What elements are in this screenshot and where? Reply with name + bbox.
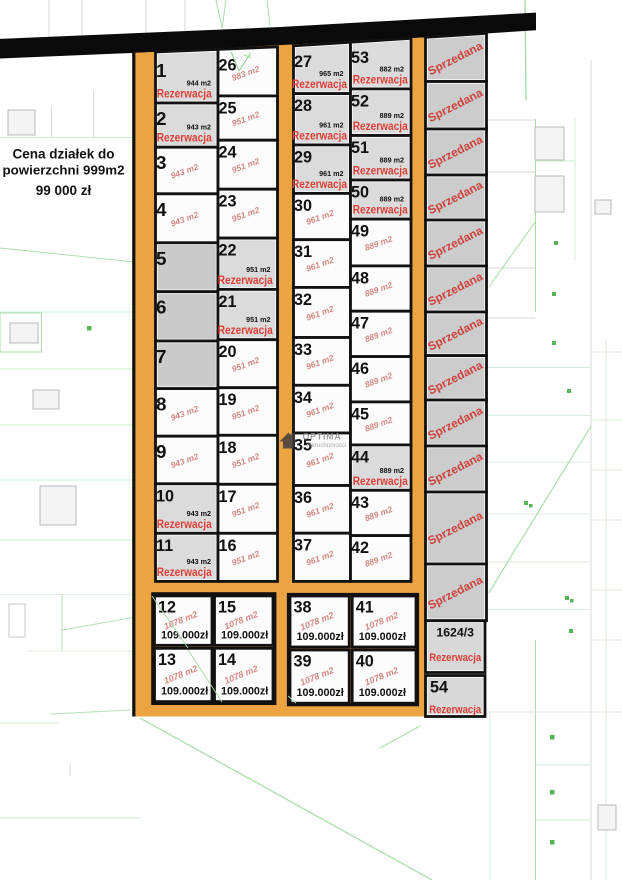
svg-text:109.000zł: 109.000zł <box>359 631 406 643</box>
svg-text:powierzchni 999m2: powierzchni 999m2 <box>3 162 125 177</box>
svg-text:52: 52 <box>351 92 369 110</box>
svg-text:29: 29 <box>294 148 312 166</box>
svg-text:Rezerwacja: Rezerwacja <box>353 166 409 178</box>
svg-text:48: 48 <box>351 269 369 287</box>
svg-text:25: 25 <box>219 99 237 117</box>
svg-text:34: 34 <box>294 389 312 407</box>
svg-text:109.000zł: 109.000zł <box>221 629 268 641</box>
svg-text:41: 41 <box>356 599 374 617</box>
svg-text:16: 16 <box>219 537 237 555</box>
svg-text:43: 43 <box>351 494 369 512</box>
svg-text:951 m2: 951 m2 <box>246 265 270 274</box>
svg-text:24: 24 <box>219 144 237 162</box>
svg-text:14: 14 <box>218 651 236 669</box>
svg-text:Rezerwacja: Rezerwacja <box>157 89 213 101</box>
svg-text:21: 21 <box>219 293 237 311</box>
svg-text:Rezerwacja: Rezerwacja <box>292 79 348 91</box>
svg-text:961 m2: 961 m2 <box>319 169 343 178</box>
svg-text:109.000zł: 109.000zł <box>221 686 268 698</box>
svg-text:Rezerwacja: Rezerwacja <box>353 476 409 488</box>
svg-text:965 m2: 965 m2 <box>319 69 343 78</box>
svg-text:Rezerwacja: Rezerwacja <box>429 704 482 716</box>
svg-text:889 m2: 889 m2 <box>380 156 404 165</box>
svg-text:6: 6 <box>156 297 166 318</box>
svg-text:18: 18 <box>219 439 237 457</box>
svg-text:40: 40 <box>356 653 374 671</box>
svg-text:27: 27 <box>294 53 312 71</box>
svg-text:31: 31 <box>294 243 312 261</box>
svg-text:2: 2 <box>156 108 166 129</box>
svg-text:11: 11 <box>156 537 173 555</box>
svg-text:109.000zł: 109.000zł <box>161 686 208 698</box>
svg-text:54: 54 <box>430 679 448 697</box>
svg-text:5: 5 <box>156 248 166 269</box>
svg-text:49: 49 <box>351 223 369 241</box>
svg-text:36: 36 <box>294 489 312 507</box>
svg-text:17: 17 <box>219 488 237 506</box>
svg-text:889 m2: 889 m2 <box>380 466 404 475</box>
svg-text:33: 33 <box>294 341 312 359</box>
svg-text:44: 44 <box>351 448 369 466</box>
svg-text:109.000zł: 109.000zł <box>359 687 406 699</box>
svg-text:28: 28 <box>294 97 312 115</box>
svg-text:944 m2: 944 m2 <box>187 79 211 88</box>
svg-text:Rezerwacja: Rezerwacja <box>353 205 409 217</box>
svg-text:943 m2: 943 m2 <box>187 509 211 518</box>
svg-text:12: 12 <box>158 598 176 616</box>
svg-text:45: 45 <box>351 405 369 423</box>
svg-text:20: 20 <box>219 343 237 361</box>
svg-text:943 m2: 943 m2 <box>187 123 211 132</box>
svg-text:10: 10 <box>156 487 174 505</box>
svg-text:Rezerwacja: Rezerwacja <box>218 325 274 337</box>
svg-text:Rezerwacja: Rezerwacja <box>292 179 348 191</box>
svg-text:15: 15 <box>218 598 236 616</box>
svg-text:19: 19 <box>219 391 237 409</box>
svg-text:8: 8 <box>156 394 166 415</box>
svg-text:882 m2: 882 m2 <box>380 64 404 73</box>
svg-text:889 m2: 889 m2 <box>380 195 404 204</box>
svg-text:23: 23 <box>219 193 237 211</box>
svg-text:35: 35 <box>294 437 312 455</box>
svg-text:1: 1 <box>156 60 166 81</box>
svg-text:Rezerwacja: Rezerwacja <box>157 133 213 145</box>
svg-text:32: 32 <box>294 291 312 309</box>
svg-text:951 m2: 951 m2 <box>246 315 270 324</box>
svg-text:46: 46 <box>351 360 369 378</box>
svg-text:39: 39 <box>294 653 312 671</box>
svg-text:Rezerwacja: Rezerwacja <box>429 652 482 664</box>
svg-text:38: 38 <box>294 599 312 617</box>
svg-text:4: 4 <box>156 199 167 220</box>
svg-text:Rezerwacja: Rezerwacja <box>353 121 409 133</box>
svg-text:109.000zł: 109.000zł <box>297 687 344 699</box>
svg-text:OPTIMA: OPTIMA <box>303 432 342 442</box>
svg-text:nieruchomości: nieruchomości <box>307 442 347 449</box>
svg-text:109.000zł: 109.000zł <box>161 629 208 641</box>
svg-text:47: 47 <box>351 315 369 333</box>
svg-text:37: 37 <box>294 537 312 555</box>
svg-text:99 000 zł: 99 000 zł <box>36 183 92 198</box>
svg-text:13: 13 <box>158 651 176 669</box>
svg-text:53: 53 <box>351 49 369 67</box>
svg-text:50: 50 <box>351 184 369 202</box>
svg-text:7: 7 <box>156 346 166 367</box>
svg-text:Rezerwacja: Rezerwacja <box>292 130 348 142</box>
svg-text:30: 30 <box>294 197 312 215</box>
svg-text:3: 3 <box>156 152 166 173</box>
svg-text:Rezerwacja: Rezerwacja <box>157 567 213 579</box>
svg-text:42: 42 <box>351 539 369 557</box>
svg-text:943 m2: 943 m2 <box>187 557 211 566</box>
svg-text:109.000zł: 109.000zł <box>297 631 344 643</box>
svg-text:1624/3: 1624/3 <box>436 626 474 640</box>
svg-text:9: 9 <box>156 441 166 462</box>
svg-text:889 m2: 889 m2 <box>380 111 404 120</box>
svg-text:Cena działek do: Cena działek do <box>12 147 114 162</box>
svg-text:Rezerwacja: Rezerwacja <box>157 519 213 531</box>
svg-text:Rezerwacja: Rezerwacja <box>218 275 274 287</box>
svg-text:Rezerwacja: Rezerwacja <box>353 74 409 86</box>
svg-text:961 m2: 961 m2 <box>319 120 343 129</box>
svg-text:26: 26 <box>219 56 237 74</box>
svg-text:22: 22 <box>219 242 237 260</box>
svg-text:51: 51 <box>351 139 369 157</box>
